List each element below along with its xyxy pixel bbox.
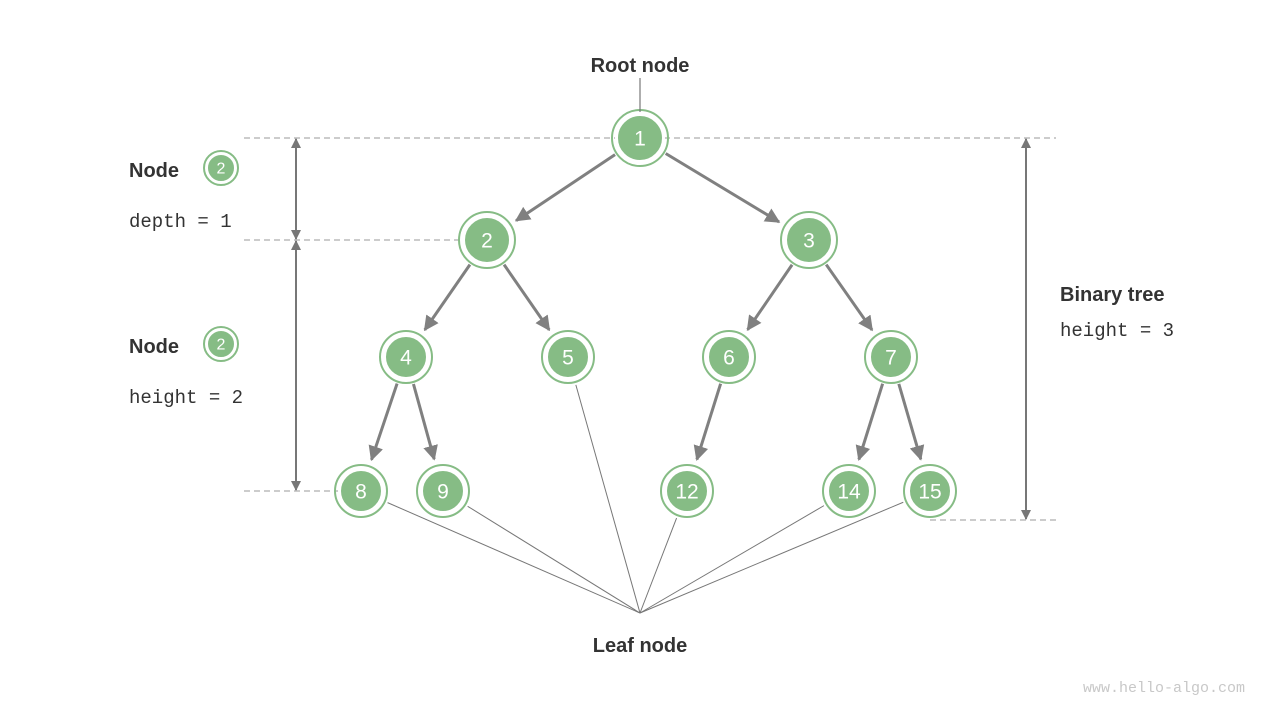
node-disc	[338, 468, 384, 514]
badge-disc	[206, 153, 236, 183]
leaf-leader-n5	[575, 384, 641, 614]
measurement-arrows	[291, 138, 1031, 520]
edge-n4-to-n8	[368, 383, 399, 462]
badge-outer-ring	[203, 326, 239, 362]
edge-n2-to-n4	[423, 263, 472, 332]
annotation-left-top: Node 2 depth = 1	[129, 150, 239, 233]
node-value: 3	[803, 230, 815, 253]
node-value: 15	[918, 481, 941, 504]
node-value: 2	[481, 230, 493, 253]
watermark: www.hello-algo.com	[1083, 680, 1245, 697]
badge-value: 2	[217, 337, 226, 354]
edge-n2-to-n5	[502, 263, 551, 332]
node-disc	[383, 334, 429, 380]
node-disc	[462, 215, 512, 265]
node-value: 6	[723, 347, 735, 370]
annotation-left-bottom-label: Node	[129, 336, 179, 358]
node-disc	[664, 468, 710, 514]
edge-n7-to-n15	[897, 383, 925, 461]
edge-n3-to-n7	[824, 263, 874, 332]
tree-node-14[interactable]: 14	[822, 464, 876, 518]
leaf-leader-n9	[467, 505, 641, 614]
leaf-leader-n15	[639, 501, 904, 614]
badge-value: 2	[217, 161, 226, 178]
annotation-left-bottom: Node 2 height = 2	[129, 326, 243, 409]
tree-node-9[interactable]: 9	[416, 464, 470, 518]
node-value: 8	[355, 481, 367, 504]
tree-node-2[interactable]: 2	[458, 211, 516, 269]
tree-node-7[interactable]: 7	[864, 330, 918, 384]
node-disc	[545, 334, 591, 380]
node-disc	[784, 215, 834, 265]
node-value: 1	[634, 128, 646, 151]
node-outer-ring	[458, 211, 516, 269]
node-disc	[706, 334, 752, 380]
leaf-leader-n12	[639, 517, 678, 614]
node-value: 9	[437, 481, 449, 504]
node-value: 14	[837, 481, 861, 504]
leaf-node-callout: Leaf node	[593, 635, 687, 657]
leaf-leader-lines	[387, 384, 904, 614]
annotation-left-top-detail: depth = 1	[129, 211, 232, 233]
tree-node-1[interactable]: 1	[611, 109, 669, 167]
tree-node-5[interactable]: 5	[541, 330, 595, 384]
node-outer-ring	[379, 330, 433, 384]
node-outer-ring	[702, 330, 756, 384]
tree-node-3[interactable]: 3	[780, 211, 838, 269]
node-outer-ring	[864, 330, 918, 384]
node-disc	[868, 334, 914, 380]
node-value: 4	[400, 347, 412, 370]
node-value: 12	[675, 481, 698, 504]
node-value: 7	[885, 347, 897, 370]
annotation-left-bottom-badge: 2	[203, 326, 239, 362]
root-node-label: Root node	[591, 55, 690, 77]
annotation-left-bottom-detail: height = 2	[129, 387, 243, 409]
node-outer-ring	[822, 464, 876, 518]
tree-node-4[interactable]: 4	[379, 330, 433, 384]
edge-n4-to-n9	[412, 383, 438, 461]
tree-node-8[interactable]: 8	[334, 464, 388, 518]
annotation-right: Binary tree height = 3	[1060, 284, 1174, 342]
level-guide-lines	[244, 137, 1056, 521]
leaf-leader-n14	[639, 505, 825, 614]
annotation-right-detail: height = 3	[1060, 320, 1174, 342]
annotation-left-top-badge: 2	[203, 150, 239, 186]
node-outer-ring	[541, 330, 595, 384]
tree-edges	[368, 152, 925, 462]
node-outer-ring	[334, 464, 388, 518]
annotation-left-top-label: Node	[129, 160, 179, 182]
edge-n1-to-n3	[664, 152, 781, 224]
node-outer-ring	[903, 464, 957, 518]
annotation-right-label: Binary tree	[1060, 284, 1165, 306]
node-disc	[615, 113, 665, 163]
badge-disc	[206, 329, 236, 359]
node-disc	[420, 468, 466, 514]
node-disc	[907, 468, 953, 514]
tree-node-6[interactable]: 6	[702, 330, 756, 384]
leaf-leader-n8	[387, 502, 641, 614]
badge-outer-ring	[203, 150, 239, 186]
leaf-node-label: Leaf node	[593, 635, 687, 657]
node-outer-ring	[416, 464, 470, 518]
edge-n6-to-n12	[693, 383, 723, 461]
node-outer-ring	[660, 464, 714, 518]
root-node-callout: Root node	[591, 55, 690, 112]
edge-n3-to-n6	[746, 263, 794, 331]
edge-n1-to-n2	[514, 153, 616, 222]
node-disc	[826, 468, 872, 514]
node-outer-ring	[780, 211, 838, 269]
node-value: 5	[562, 347, 574, 370]
edge-n7-to-n14	[855, 383, 885, 461]
tree-node-15[interactable]: 15	[903, 464, 957, 518]
tree-node-12[interactable]: 12	[660, 464, 714, 518]
